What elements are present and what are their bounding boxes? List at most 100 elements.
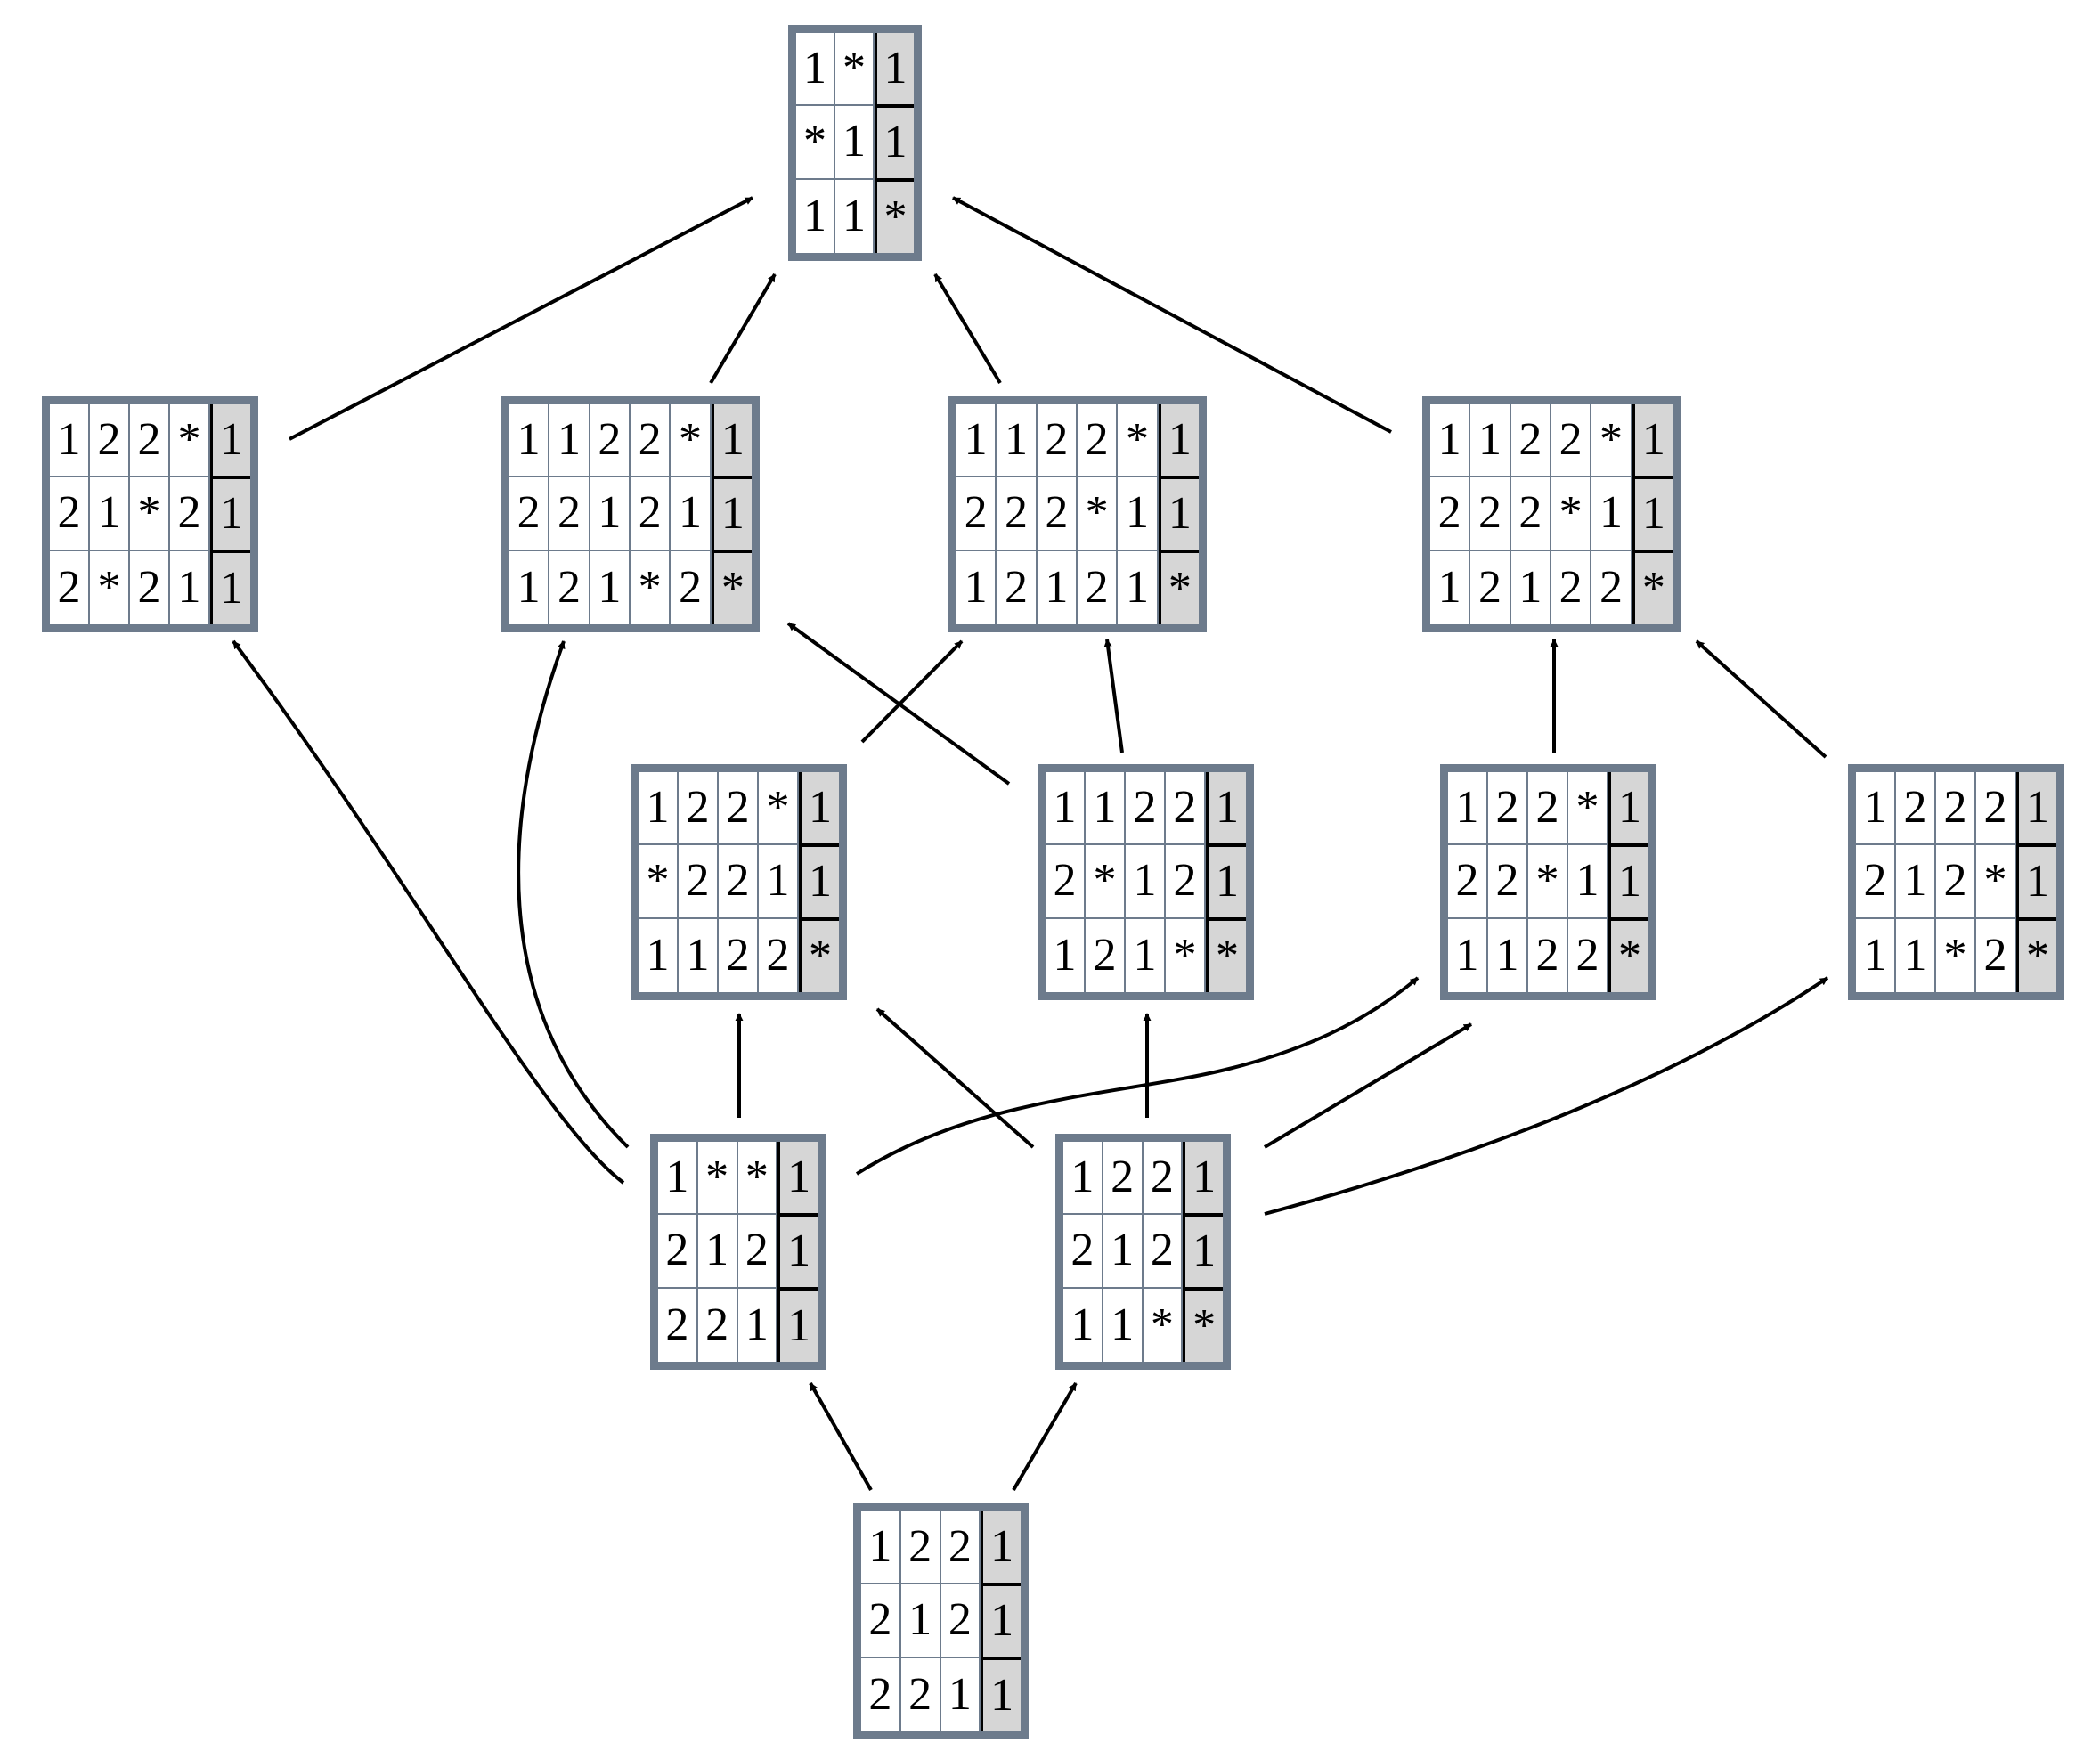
cell: 2 [1430,477,1471,551]
cell: 1 [1856,918,1896,992]
cell: 2 [1037,477,1078,551]
edge-l3b-l2b [786,622,1011,786]
cell: 1 [90,477,130,551]
cell: 1 [981,1584,1021,1658]
cell: * [1158,550,1199,624]
cell: 1 [1896,845,1936,919]
cell: * [1206,918,1246,992]
cell: * [2016,918,2056,992]
cell: 1 [1118,550,1159,624]
cell: * [631,550,672,624]
cell: 2 [1510,477,1551,551]
cell: 2 [130,404,170,478]
cell: 1 [861,1511,901,1585]
cell: 2 [671,550,712,624]
cell: 2 [1528,918,1568,992]
cell: * [1591,404,1632,478]
cell: 1 [509,404,550,478]
cell: 2 [50,550,90,624]
cell: 2 [1470,477,1511,551]
cell: 1 [711,404,752,478]
cell: 1 [679,918,719,992]
edge-l4b-l3a [875,1007,1035,1149]
cell: 2 [900,1511,941,1585]
cell: 1 [671,477,712,551]
cell: 2 [997,550,1038,624]
cell: 2 [956,477,997,551]
cell: 1 [759,845,799,919]
cell: 2 [1143,1142,1184,1216]
cell: * [796,106,835,180]
cell: 2 [679,845,719,919]
cell: 2 [630,477,672,551]
cell: * [711,550,752,624]
cell: 1 [711,477,752,551]
cell: 1 [639,918,679,992]
cell: * [639,845,679,919]
cell: 1 [1046,918,1086,992]
cell: 2 [698,1288,738,1362]
cell: 2 [940,1511,981,1585]
cell: 2 [1488,845,1528,919]
cell: * [671,404,712,478]
cell: 2 [719,772,759,846]
cell: 2 [1551,550,1592,624]
cell: * [697,1142,738,1216]
cell: * [799,918,839,992]
cell: 1 [1896,918,1936,992]
cell: 1 [1158,404,1199,478]
cell: 1 [941,1657,981,1731]
cell: 1 [1448,772,1488,846]
cell: 1 [1632,404,1673,478]
cell: 2 [737,1215,778,1289]
cell: 1 [210,477,250,551]
cell: 2 [50,477,90,551]
cell: * [1166,918,1206,992]
cell: 1 [1591,477,1632,551]
cell: 1 [1086,772,1126,846]
cell: 2 [901,1657,941,1731]
cell: 1 [738,1288,778,1362]
cell: 2 [1078,550,1119,624]
cell: 1 [777,1142,818,1216]
cell: 1 [1430,550,1471,624]
cell: * [1077,477,1119,551]
cell: 1 [590,477,631,551]
edge-l4b-l3d [1264,976,1829,1216]
cell: 2 [1896,772,1936,846]
edge-l3d-l2d [1695,639,1827,759]
cell: 2 [1528,772,1568,846]
cell: 2 [658,1215,698,1289]
cell: 2 [759,918,799,992]
cell: 1 [956,404,997,478]
cell: 1 [1126,845,1166,919]
cell: 2 [940,1584,981,1658]
cell: 1 [210,550,250,624]
cell: 1 [956,550,997,624]
cell: * [1976,845,2016,919]
edge-l4a-l2a [232,639,625,1185]
cell: 1 [590,550,631,624]
cell: 1 [210,404,250,478]
cell: * [1183,1288,1223,1362]
cell: * [1568,772,1608,846]
cell: 2 [1046,845,1086,919]
edge-l4a-l2b [517,640,630,1149]
cell: 1 [1063,1288,1103,1362]
edge-l2d-top [952,196,1392,434]
cell: 2 [549,550,590,624]
cell: 2 [719,918,759,992]
cell: 1 [1046,772,1086,846]
cell: 1 [981,1657,1021,1731]
cell: 2 [1077,404,1119,478]
cell: 1 [170,550,210,624]
cell: 2 [1143,1215,1184,1289]
cell: 1 [799,845,839,919]
cell: 1 [875,33,914,107]
